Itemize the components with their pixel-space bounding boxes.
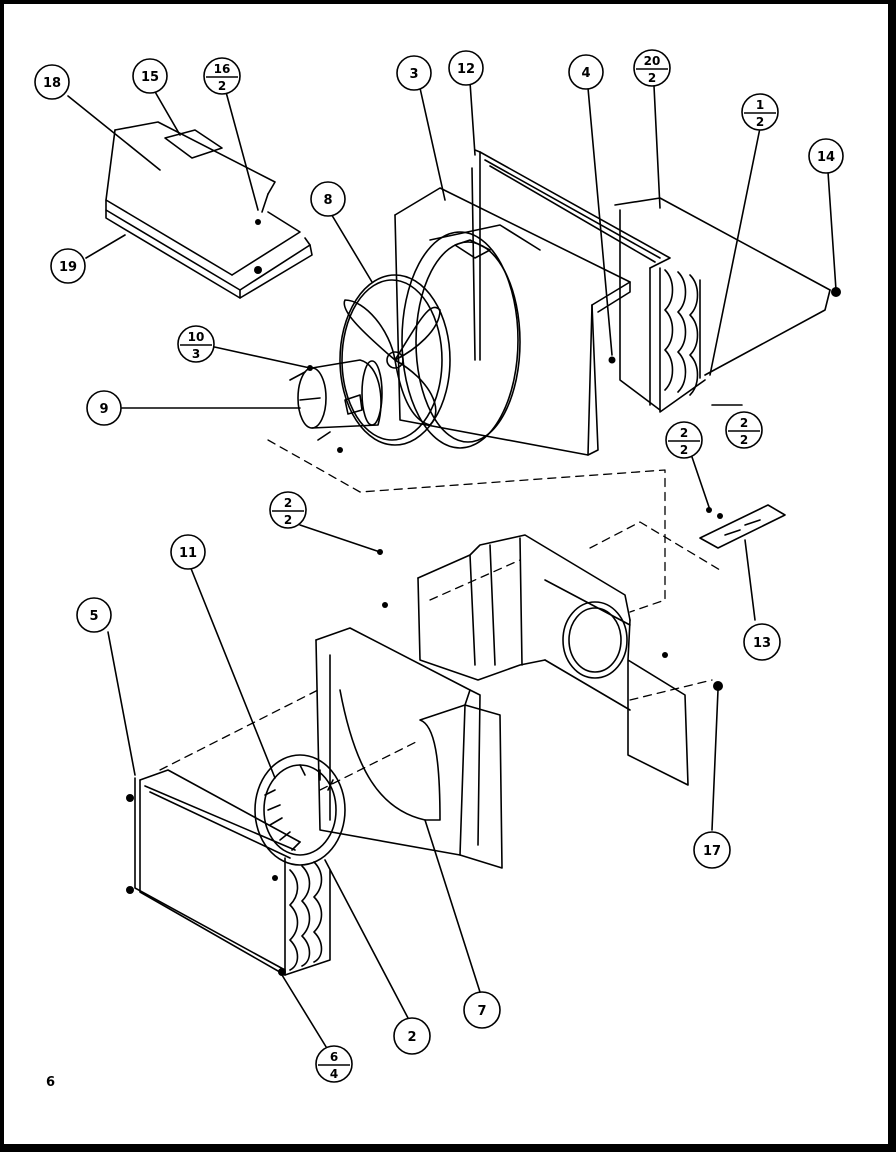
callout-c5: 5 [76, 597, 112, 633]
fan-shroud [394, 187, 631, 456]
fraction-top: 2 [284, 496, 292, 510]
callout-c8: 8 [310, 181, 346, 217]
center-partition [417, 534, 689, 786]
callout-label: 12 [457, 62, 475, 77]
fan-motor [289, 359, 383, 441]
callout-c12: 12 [448, 50, 484, 86]
callout-c3: 3 [396, 55, 432, 91]
fraction-top: 16 [214, 62, 231, 76]
callout-c9: 9 [86, 390, 122, 426]
drawing-sheet [4, 4, 888, 1144]
callout-label: 5 [89, 609, 98, 624]
callout-label: 4 [581, 66, 590, 81]
leader-lines [67, 81, 837, 1051]
fasteners [126, 219, 841, 976]
fraction-bottom: 4 [330, 1067, 338, 1081]
fraction-callout-f1: 1 2 [741, 93, 779, 131]
callout-c7: 7 [463, 991, 501, 1029]
callout-label: 2 [407, 1030, 416, 1045]
fraction-callout-f2b: 2 2 [665, 421, 703, 459]
callout-c4: 4 [568, 54, 604, 90]
assembly-dashed-lines [159, 439, 721, 791]
callout-c19: 19 [50, 248, 86, 284]
callout-c11: 11 [170, 534, 206, 570]
fraction-callout-f6: 6 4 [315, 1045, 353, 1083]
fraction-callout-f2a: 2 2 [725, 411, 763, 449]
page-number: 6 [46, 1075, 55, 1090]
fraction-top: 6 [330, 1050, 338, 1064]
callout-label: 7 [477, 1004, 486, 1019]
fraction-top: 1 [756, 98, 764, 112]
fraction-callout-f10: 10 3 [177, 325, 215, 363]
callout-label: 13 [753, 636, 771, 651]
callout-label: 14 [817, 150, 835, 165]
callout-c15: 15 [132, 58, 168, 94]
callout-c13: 13 [743, 623, 781, 661]
callout-label: 19 [59, 260, 77, 275]
fraction-top: 10 [188, 330, 205, 344]
callout-c17: 17 [693, 831, 731, 869]
callout-label: 11 [179, 546, 197, 561]
fraction-bottom: 2 [740, 433, 748, 447]
fraction-bottom: 3 [192, 347, 200, 361]
callout-label: 18 [43, 76, 61, 91]
callout-c2: 2 [393, 1017, 431, 1055]
top-cover-panel [105, 121, 313, 299]
callout-label: 15 [141, 70, 159, 85]
fraction-bottom: 2 [218, 79, 226, 93]
bracket [699, 504, 786, 549]
callout-c18: 18 [34, 64, 70, 100]
fraction-bottom: 2 [284, 513, 292, 527]
callout-c14: 14 [808, 138, 844, 174]
fraction-top: 2 [680, 426, 688, 440]
condenser-coil [471, 149, 831, 413]
fan-blade [339, 274, 451, 446]
fraction-bottom: 2 [680, 443, 688, 457]
fraction-bottom: 2 [648, 71, 656, 85]
callout-label: 3 [409, 67, 418, 82]
evaporator-coil [134, 769, 331, 976]
fraction-top: 2 [740, 416, 748, 430]
fraction-top: 20 [644, 54, 661, 68]
fraction-bottom: 2 [756, 115, 764, 129]
fraction-callout-f20: 20 2 [633, 49, 671, 87]
fraction-callout-f16: 16 2 [203, 57, 241, 95]
fraction-callout-f2c: 2 2 [269, 491, 307, 529]
callout-label: 9 [99, 402, 108, 417]
callout-label: 17 [703, 844, 721, 859]
callout-label: 8 [323, 193, 332, 208]
blower-wheel [254, 754, 346, 866]
